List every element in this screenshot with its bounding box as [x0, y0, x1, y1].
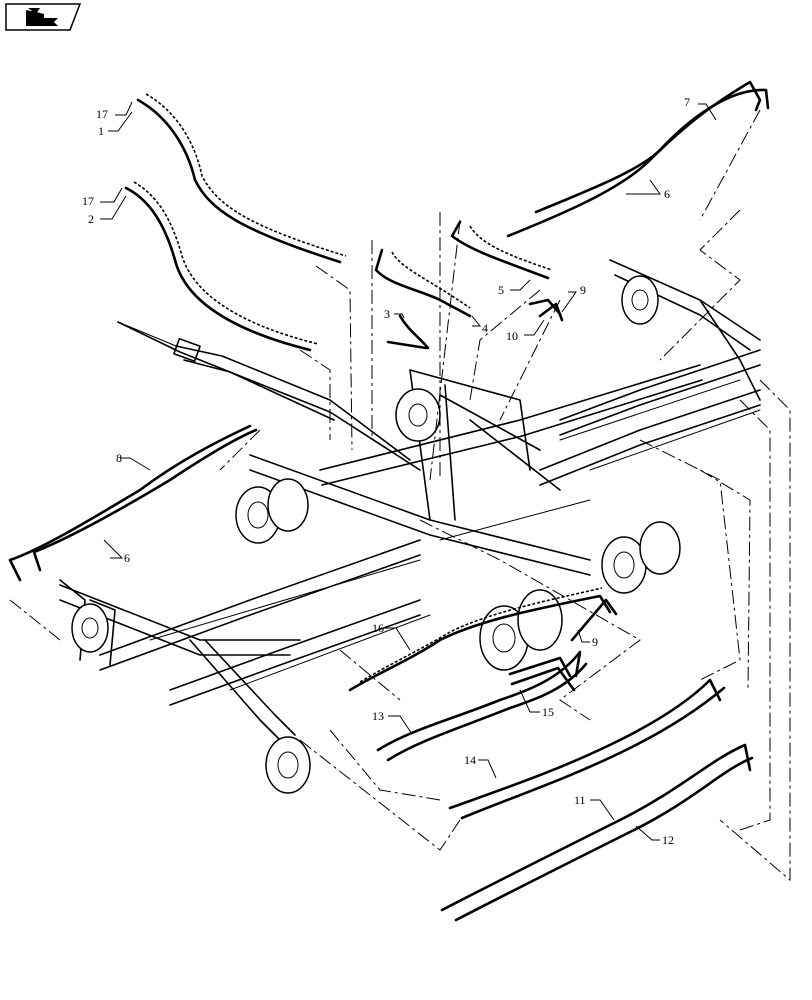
return-arrow-icon[interactable] — [5, 3, 82, 31]
callout-4: 4 — [482, 321, 488, 335]
wheel-right-tip — [621, 275, 659, 325]
callout-8: 8 — [116, 451, 122, 465]
callout-14: 14 — [464, 753, 476, 767]
callout-15: 15 — [542, 705, 554, 719]
routing-lines — [9, 109, 791, 882]
wheels — [71, 275, 681, 794]
wheel-right-center — [601, 521, 681, 594]
wheel-center-rear — [479, 589, 563, 671]
callout-12: 12 — [662, 833, 674, 847]
callout-6-top: 6 — [664, 187, 670, 201]
implement-frame — [59, 259, 761, 741]
callout-16: 16 — [372, 621, 384, 635]
callout-9-lower: 9 — [592, 635, 598, 649]
callout-5: 5 — [498, 283, 504, 297]
callout-13: 13 — [372, 709, 384, 723]
hoses — [8, 80, 770, 922]
callout-leaders — [100, 101, 717, 841]
callout-3: 3 — [384, 307, 390, 321]
callout-10: 10 — [506, 329, 518, 343]
callout-labels: 17 1 17 2 3 4 5 6 7 8 6 9 10 9 11 12 13 … — [82, 95, 690, 847]
wheel-left-wing — [71, 603, 109, 653]
callout-17-top: 17 — [96, 107, 108, 121]
wheel-tower — [395, 388, 441, 442]
callout-11: 11 — [574, 793, 586, 807]
callout-9-top: 9 — [580, 283, 586, 297]
callout-2: 2 — [88, 212, 94, 226]
callout-6-left: 6 — [124, 551, 130, 565]
callout-17-mid: 17 — [82, 194, 94, 208]
wheel-left-center — [235, 478, 309, 544]
callout-7: 7 — [684, 95, 690, 109]
callout-1: 1 — [98, 124, 104, 138]
wheel-left-tip — [265, 736, 311, 794]
